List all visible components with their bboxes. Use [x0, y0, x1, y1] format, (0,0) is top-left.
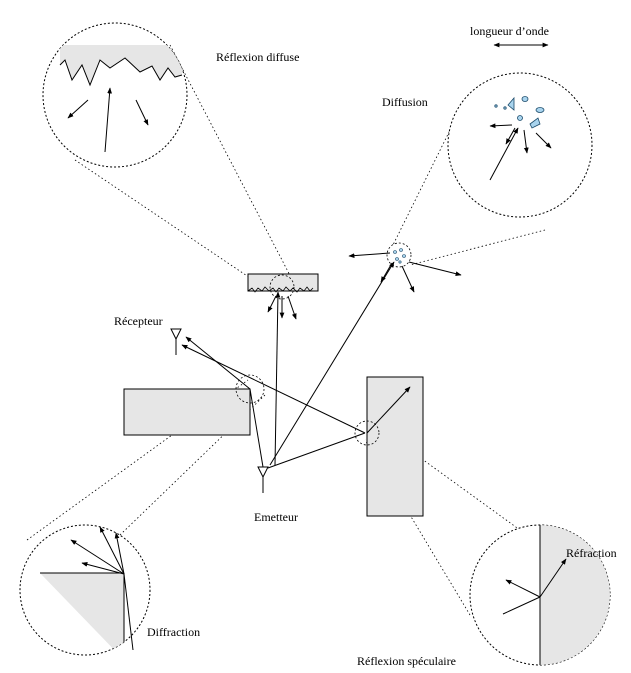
refraction-label: Réfraction — [566, 546, 617, 560]
receiver-antenna — [170, 328, 182, 355]
receiver-label: Récepteur — [114, 314, 163, 328]
diffusion-zoom — [447, 72, 593, 218]
diffracted-ray — [185, 336, 251, 390]
ray-to-specular-point — [267, 432, 366, 469]
emitter-label: Emetteur — [254, 510, 298, 524]
emitter-antenna — [257, 466, 269, 493]
right-building — [366, 376, 424, 517]
particle-cluster — [386, 242, 412, 268]
ray-to-diffraction-edge — [249, 388, 264, 468]
ray-to-surface — [274, 291, 281, 466]
specular-reflection-label: Réflexion spéculaire — [357, 654, 456, 668]
scattering-particles — [494, 96, 545, 129]
ray-to-particles — [269, 261, 395, 466]
wavelength-label: longueur d’onde — [470, 24, 549, 38]
diffuse-reflection-label: Réflexion diffuse — [216, 50, 299, 64]
reflected-ray — [181, 344, 366, 434]
refracted-ray — [366, 386, 411, 434]
refraction-zoom — [469, 524, 611, 666]
rough-surface — [247, 273, 319, 300]
diffuse-reflection-zoom — [42, 22, 188, 168]
left-building — [123, 388, 251, 436]
diffraction-label: Diffraction — [147, 625, 200, 639]
diffusion-label: Diffusion — [382, 95, 428, 109]
diffraction-zoom — [19, 524, 151, 656]
